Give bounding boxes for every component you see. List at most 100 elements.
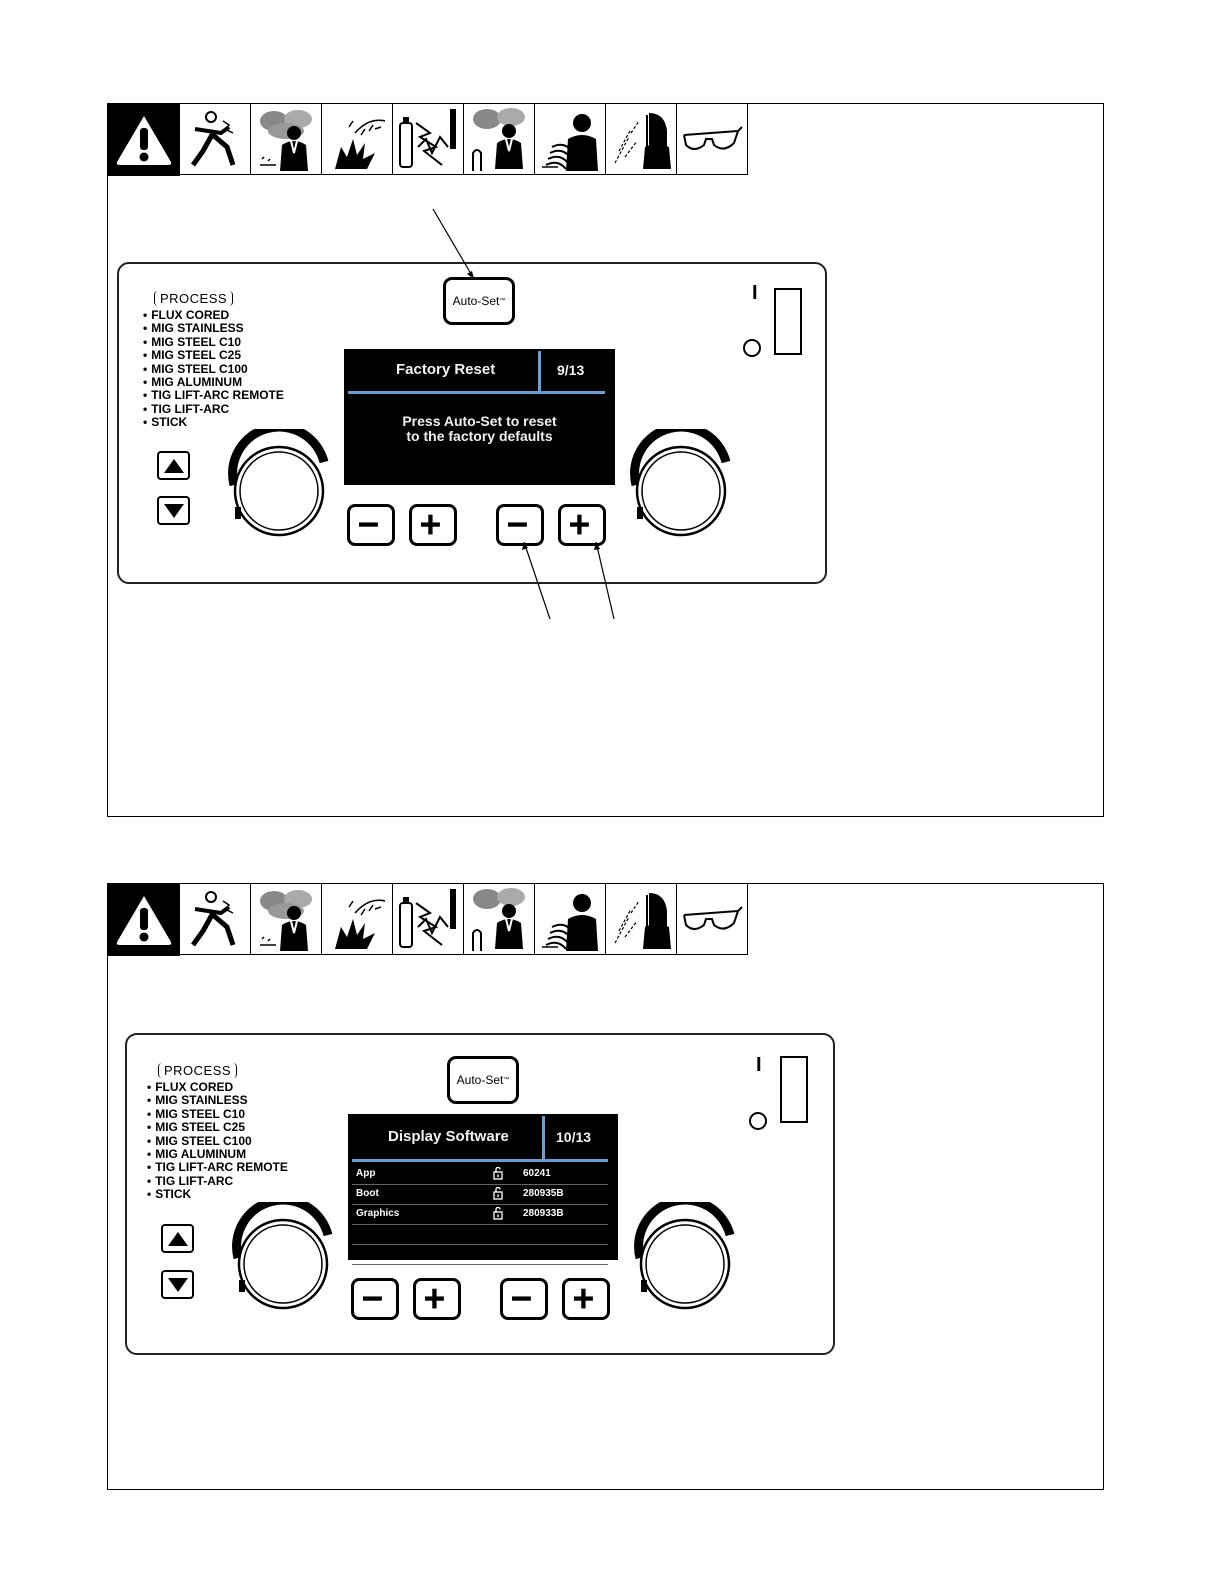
process-item: TIG LIFT-ARC REMOTE <box>147 1161 288 1175</box>
minus-icon <box>359 522 378 527</box>
process-up-button[interactable] <box>161 1224 194 1253</box>
figure-display-software: PROCESS FLUX COREDMIG STAINLESSMIG STEEL… <box>107 883 1104 1490</box>
autoset-label: Auto-Set <box>452 294 500 308</box>
safety-glasses-icon <box>677 884 748 955</box>
plus-icon <box>421 514 440 535</box>
right-minus-button[interactable] <box>496 504 544 546</box>
process-item: MIG STEEL C25 <box>147 1120 288 1134</box>
minus-icon <box>363 1296 382 1301</box>
figure-factory-reset: PROCESS FLUX COREDMIG STAINLESSMIG STEEL… <box>107 103 1104 817</box>
hazard-icon-strip <box>108 104 748 176</box>
electric-shock-icon <box>180 884 251 955</box>
process-down-button[interactable] <box>157 496 190 525</box>
power-switch[interactable] <box>774 288 802 355</box>
screen-divider <box>538 351 541 391</box>
process-item: TIG LIFT-ARC <box>143 402 284 416</box>
left-plus-button[interactable] <box>409 504 457 546</box>
minus-icon <box>512 1296 531 1301</box>
plus-icon <box>570 514 589 535</box>
process-item: TIG LIFT-ARC REMOTE <box>143 389 284 403</box>
warning-triangle-icon <box>108 884 180 956</box>
electromagnetic-field-icon <box>535 104 606 175</box>
triangle-up-icon <box>167 1231 188 1246</box>
process-item: MIG STEEL C100 <box>143 362 284 376</box>
power-on-marker: I <box>756 1054 762 1076</box>
unlock-icon <box>493 1166 503 1180</box>
electric-shock-icon <box>180 104 251 175</box>
process-item: STICK <box>143 415 284 429</box>
left-minus-button[interactable] <box>347 504 395 546</box>
row-value: 280933B <box>523 1208 564 1219</box>
table-row <box>352 1244 608 1265</box>
table-row: Boot 280935B <box>352 1184 608 1205</box>
left-minus-button[interactable] <box>351 1278 399 1320</box>
screen-header-rule <box>352 1159 608 1162</box>
trademark-mark: ™ <box>499 298 506 304</box>
safety-glasses-icon <box>677 104 748 175</box>
left-control-knob[interactable] <box>228 1202 338 1312</box>
process-item: MIG STEEL C100 <box>147 1134 288 1148</box>
process-list: FLUX COREDMIG STAINLESSMIG STEEL C10MIG … <box>147 1080 288 1202</box>
control-panel: PROCESS FLUX COREDMIG STAINLESSMIG STEEL… <box>125 1033 835 1355</box>
left-plus-button[interactable] <box>413 1278 461 1320</box>
process-down-button[interactable] <box>161 1270 194 1299</box>
process-title: PROCESS <box>158 1063 238 1078</box>
triangle-down-icon <box>163 503 184 518</box>
process-item: MIG STEEL C25 <box>143 348 284 362</box>
triangle-down-icon <box>167 1277 188 1292</box>
process-title: PROCESS <box>154 291 234 306</box>
warning-triangle-icon <box>108 104 180 176</box>
fumes-gases-icon <box>251 104 322 175</box>
table-row <box>352 1224 608 1245</box>
table-row: App 60241 <box>352 1164 608 1185</box>
power-off-marker <box>749 1112 767 1130</box>
process-item: MIG STEEL C10 <box>143 335 284 349</box>
screen-divider <box>542 1116 545 1160</box>
minus-icon <box>508 522 527 527</box>
power-off-marker <box>743 339 761 357</box>
process-item: MIG STEEL C10 <box>147 1107 288 1121</box>
process-item: FLUX CORED <box>143 308 284 322</box>
screen-header-rule <box>348 391 605 394</box>
row-value: 280935B <box>523 1188 564 1199</box>
welding-helmet-sparks-icon <box>606 104 677 175</box>
screen-title: Factory Reset <box>396 361 496 378</box>
row-name: Boot <box>356 1188 379 1199</box>
left-control-knob[interactable] <box>224 429 334 539</box>
cylinder-explosion-icon <box>393 884 464 955</box>
fumes-cylinder-icon <box>464 104 535 175</box>
triangle-up-icon <box>163 458 184 473</box>
fumes-cylinder-icon <box>464 884 535 955</box>
process-up-button[interactable] <box>157 451 190 480</box>
screen-message-line1: Press Auto-Set to reset <box>402 413 557 429</box>
arc-rays-explosion-icon <box>322 104 393 175</box>
screen-message-line2: to the factory defaults <box>406 428 553 444</box>
cylinder-explosion-icon <box>393 104 464 175</box>
welding-helmet-sparks-icon <box>606 884 677 955</box>
screen-page-counter: 9/13 <box>557 362 585 378</box>
hazard-icon-strip <box>108 884 748 956</box>
row-name: App <box>356 1168 376 1179</box>
unlock-icon <box>493 1206 503 1220</box>
electromagnetic-field-icon <box>535 884 606 955</box>
right-control-knob[interactable] <box>626 429 736 539</box>
right-plus-button[interactable] <box>558 504 606 546</box>
power-switch[interactable] <box>780 1056 808 1123</box>
unlock-icon <box>493 1186 503 1200</box>
row-name: Graphics <box>356 1208 400 1219</box>
right-control-knob[interactable] <box>630 1202 740 1312</box>
process-item: MIG STAINLESS <box>143 321 284 335</box>
plus-icon <box>574 1288 593 1309</box>
screen-title: Display Software <box>388 1128 509 1145</box>
power-on-marker: I <box>752 282 758 304</box>
trademark-mark: ™ <box>503 1077 510 1083</box>
right-plus-button[interactable] <box>562 1278 610 1320</box>
row-value: 60241 <box>523 1168 551 1179</box>
screen-page-counter: 10/13 <box>556 1129 592 1145</box>
table-row: Graphics 280933B <box>352 1204 608 1225</box>
process-item: TIG LIFT-ARC <box>147 1174 288 1188</box>
right-minus-button[interactable] <box>500 1278 548 1320</box>
